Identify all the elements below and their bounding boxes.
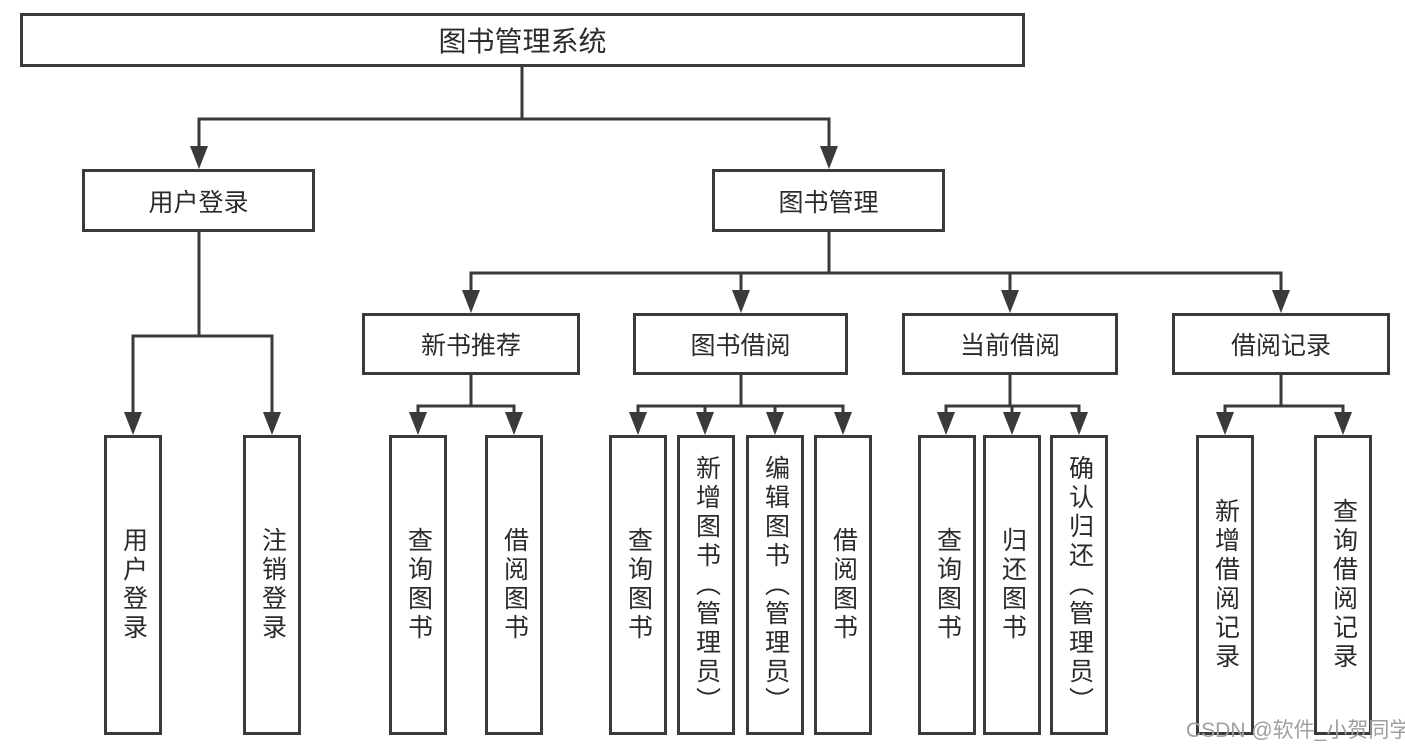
leaf-label: 新增借阅记录 <box>1211 498 1240 672</box>
leaf-label: 查询图书 <box>624 527 653 643</box>
leaf-label: 借阅图书 <box>500 527 529 643</box>
node-label: 图书借阅 <box>690 332 791 360</box>
watermark: CSDN @软件_小贺同学 <box>1186 719 1405 742</box>
leaf-query-books-borrowing: 查询图书 <box>609 435 667 735</box>
leaf-query-books-current: 查询图书 <box>918 435 976 735</box>
node-label: 借阅记录 <box>1230 332 1331 360</box>
node-book-borrowing: 图书借阅 <box>633 313 848 375</box>
connector-current-borrowing-to-leaves <box>937 375 1088 435</box>
connector-new-book-recommend-to-leaves <box>409 375 523 435</box>
leaf-query-borrow-record: 查询借阅记录 <box>1314 435 1372 735</box>
leaf-label: 新增图书（管理员） <box>692 454 721 716</box>
leaf-label: 编辑图书（管理员） <box>761 454 790 716</box>
node-label: 用户登录 <box>148 188 249 217</box>
leaf-label: 查询图书 <box>933 527 962 643</box>
connector-user-login-to-leaves <box>124 232 281 435</box>
leaf-add-book-admin: 新增图书（管理员） <box>677 435 735 735</box>
leaf-borrow-books-borrowing: 借阅图书 <box>814 435 872 735</box>
leaf-label: 借阅图书 <box>829 527 858 643</box>
leaf-label: 查询图书 <box>404 527 433 643</box>
node-user-login: 用户登录 <box>82 169 315 232</box>
connector-book-management-to-level3 <box>462 232 1290 313</box>
node-label: 新书推荐 <box>420 332 521 360</box>
node-current-borrowing: 当前借阅 <box>902 313 1118 375</box>
leaf-label: 用户登录 <box>119 527 148 643</box>
leaf-label: 归还图书 <box>998 527 1027 643</box>
leaf-borrow-books-recommend: 借阅图书 <box>485 435 543 735</box>
node-library-management-system: 图书管理系统 <box>20 13 1025 67</box>
node-new-book-recommend: 新书推荐 <box>362 313 580 375</box>
node-label: 图书管理 <box>778 188 879 217</box>
leaf-label: 确认归还（管理员） <box>1065 454 1094 716</box>
leaf-edit-book-admin: 编辑图书（管理员） <box>746 435 804 735</box>
leaf-label: 查询借阅记录 <box>1329 498 1358 672</box>
node-label: 图书管理系统 <box>438 26 607 57</box>
leaf-add-borrow-record: 新增借阅记录 <box>1196 435 1254 735</box>
leaf-query-books-recommend: 查询图书 <box>389 435 447 735</box>
leaf-logout: 注销登录 <box>243 435 301 735</box>
connector-book-borrowing-to-leaves <box>629 375 852 435</box>
leaf-user-login: 用户登录 <box>104 435 162 735</box>
connector-root-to-level2 <box>190 67 838 169</box>
connector-borrowing-records-to-leaves <box>1216 375 1352 435</box>
leaf-label: 注销登录 <box>258 527 287 643</box>
leaf-confirm-return-admin: 确认归还（管理员） <box>1050 435 1108 735</box>
node-label: 当前借阅 <box>959 332 1060 360</box>
node-borrowing-records: 借阅记录 <box>1172 313 1390 375</box>
node-book-management: 图书管理 <box>712 169 945 232</box>
leaf-return-book: 归还图书 <box>983 435 1041 735</box>
